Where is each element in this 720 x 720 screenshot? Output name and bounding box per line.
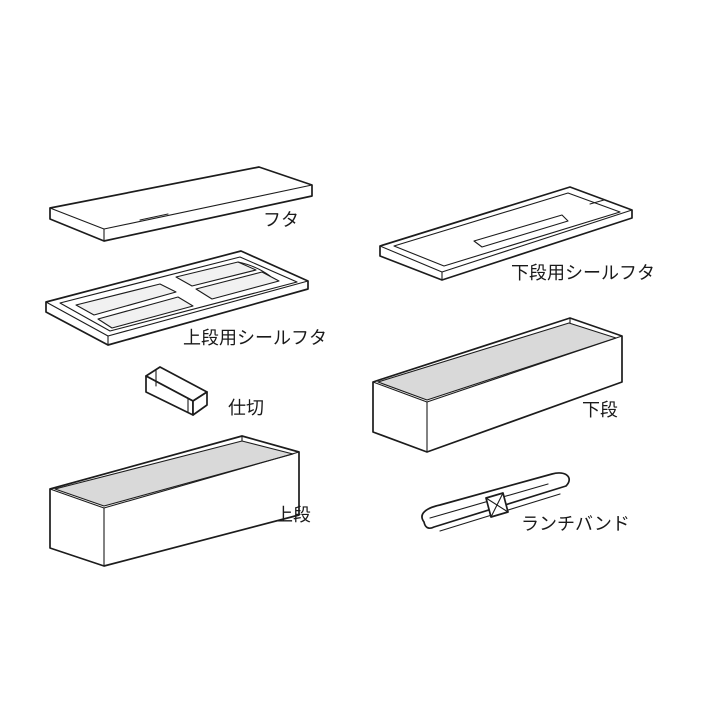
upper-tier-label: 上段 <box>275 505 311 526</box>
lower-tier-illustration <box>372 317 623 453</box>
upper-tier-illustration <box>49 435 300 567</box>
lower-seal-lid-label: 下段用シールフタ <box>511 263 655 284</box>
lower-seal-lid-illustration <box>379 186 633 281</box>
lid-label: フタ <box>263 210 299 231</box>
lid-illustration <box>49 166 313 242</box>
divider-label: 仕切 <box>228 398 264 419</box>
upper-seal-lid-illustration <box>45 250 309 346</box>
lunch-band-illustration <box>421 472 570 532</box>
lunch-band-label: ランチバンド <box>521 514 630 535</box>
upper-seal-lid-label: 上段用シールフタ <box>183 328 327 349</box>
lower-tier-label: 下段 <box>582 400 618 421</box>
divider-illustration <box>145 366 208 416</box>
